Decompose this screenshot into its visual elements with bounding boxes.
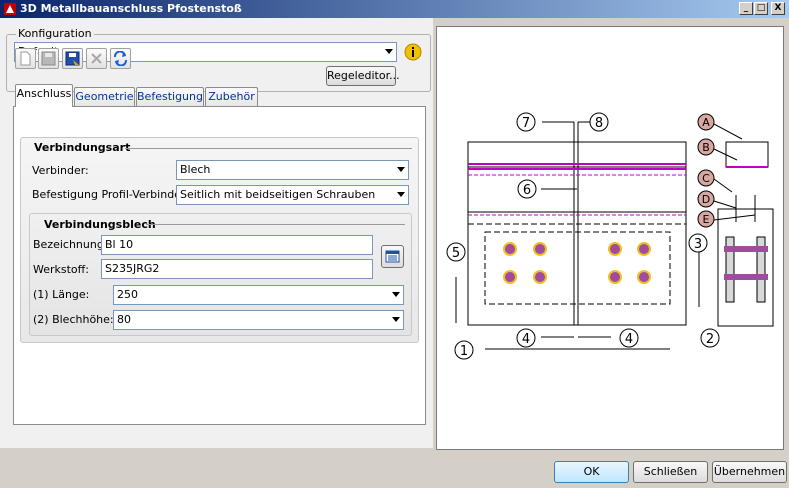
marker-b: B (697, 138, 715, 156)
refresh-icon (114, 51, 127, 66)
maximize-button[interactable]: □ (754, 2, 768, 15)
svg-text:C: C (702, 172, 710, 185)
svg-text:8: 8 (595, 116, 603, 131)
uebernehmen-button[interactable]: Übernehmen (712, 461, 787, 483)
svg-text:3: 3 (694, 237, 702, 252)
verbindungsblech-title: Verbindungsblech (44, 218, 156, 231)
svg-text:E: E (703, 213, 710, 226)
svg-text:D: D (702, 193, 710, 206)
technical-drawing: 1 2 3 4 4 5 6 7 8 A B C D E (436, 26, 784, 450)
befestigung-select[interactable]: Seitlich mit beidseitigen Schrauben (176, 185, 409, 205)
material-catalog-button[interactable] (381, 245, 404, 268)
chevron-down-icon (385, 49, 393, 54)
blechhoehe-select-value: 80 (117, 313, 131, 326)
marker-4-right: 4 (619, 328, 639, 348)
verbindungsart-divider (125, 148, 412, 149)
marker-4-left: 4 (516, 328, 536, 348)
verbindungsblech-divider (146, 224, 405, 225)
svg-text:6: 6 (523, 183, 531, 198)
svg-text:4: 4 (625, 332, 633, 347)
svg-text:A: A (702, 116, 710, 129)
delete-button[interactable] (86, 48, 107, 69)
ok-button[interactable]: OK (554, 461, 629, 483)
marker-2: 2 (700, 328, 720, 348)
svg-text:2: 2 (706, 332, 714, 347)
marker-8: 8 (589, 112, 609, 132)
title-bar: 3D Metallbauanschluss Pfostenstoß _ □ X (0, 0, 789, 18)
save-button[interactable] (38, 48, 59, 69)
app-icon (4, 3, 16, 15)
minimize-button[interactable]: _ (739, 2, 753, 15)
verbindungsart-title: Verbindungsart (34, 141, 131, 154)
chevron-down-icon (397, 167, 405, 172)
tab-anschluss[interactable]: Anschluss (15, 84, 73, 107)
svg-text:7: 7 (522, 116, 530, 131)
marker-1: 1 (454, 340, 474, 360)
werkstoff-input[interactable]: S235JRG2 (101, 259, 373, 279)
blechhoehe-label: (2) Blechhöhe: (33, 313, 114, 326)
info-icon[interactable] (404, 43, 422, 61)
verbinder-select-value: Blech (180, 163, 211, 176)
marker-e: E (697, 210, 715, 228)
bezeichnung-label: Bezeichnung: (33, 238, 108, 251)
marker-7: 7 (516, 112, 536, 132)
window-title: 3D Metallbauanschluss Pfostenstoß (20, 2, 242, 15)
blechhoehe-select[interactable]: 80 (113, 310, 404, 330)
marker-a: A (697, 113, 715, 131)
svg-text:B: B (702, 141, 710, 154)
save-as-icon (65, 51, 80, 66)
svg-text:5: 5 (452, 246, 460, 261)
regeleditor-button[interactable]: Regeleditor... (326, 66, 400, 86)
close-button[interactable]: X (771, 2, 785, 15)
marker-c: C (697, 169, 715, 187)
bolt-group (503, 242, 768, 284)
drawing-canvas: 1 2 3 4 4 5 6 7 8 A B C D E (446, 112, 774, 360)
befestigung-label: Befestigung Profil-Verbinder: (32, 188, 189, 201)
chevron-down-icon (397, 192, 405, 197)
svg-text:1: 1 (460, 344, 468, 359)
new-button[interactable] (15, 48, 36, 69)
marker-d: D (697, 190, 715, 208)
laenge-select[interactable]: 250 (113, 285, 404, 305)
verbinder-label: Verbinder: (32, 164, 89, 177)
laenge-label: (1) Länge: (33, 288, 90, 301)
marker-3: 3 (688, 233, 708, 253)
befestigung-select-value: Seitlich mit beidseitigen Schrauben (180, 188, 376, 201)
save-icon (41, 51, 56, 66)
laenge-select-value: 250 (117, 288, 138, 301)
marker-6: 6 (517, 179, 537, 199)
delete-icon (91, 53, 102, 64)
tab-geometrie[interactable]: Geometrie (74, 87, 135, 106)
refresh-button[interactable] (110, 48, 131, 69)
catalog-icon (385, 250, 400, 263)
marker-5: 5 (446, 242, 466, 262)
tab-befestigung[interactable]: Befestigung (136, 87, 204, 106)
chevron-down-icon (392, 317, 400, 322)
bezeichnung-input[interactable]: Bl 10 (101, 235, 373, 255)
chevron-down-icon (392, 292, 400, 297)
save-as-button[interactable] (62, 48, 83, 69)
svg-text:4: 4 (522, 332, 530, 347)
schliessen-button[interactable]: Schließen (633, 461, 708, 483)
verbinder-select[interactable]: Blech (176, 160, 409, 180)
new-icon (20, 51, 31, 66)
konfiguration-label: Konfiguration (16, 27, 94, 40)
werkstoff-label: Werkstoff: (33, 263, 89, 276)
tab-zubehoer[interactable]: Zubehör (205, 87, 258, 106)
